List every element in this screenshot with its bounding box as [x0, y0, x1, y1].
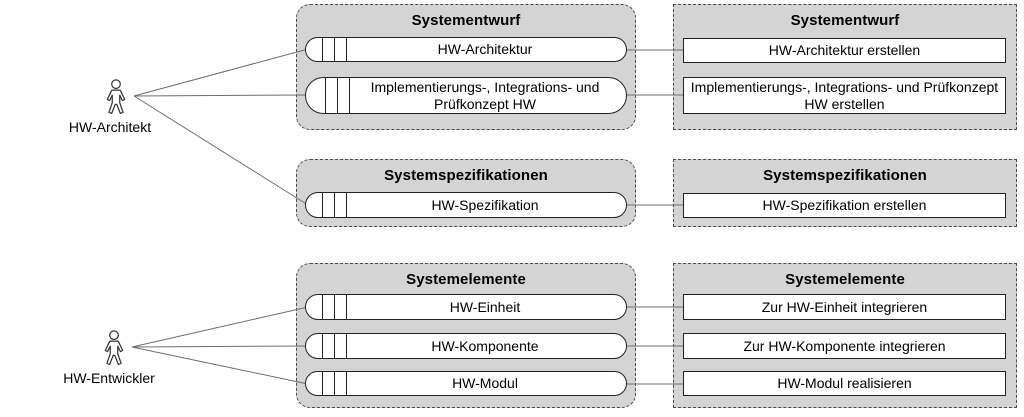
pill-divider	[322, 295, 324, 319]
connector-architekt-architektur	[133, 48, 309, 97]
connector-architekt-spezifikation	[133, 95, 309, 206]
person-icon	[104, 330, 124, 366]
product-label: HW-Komponente	[431, 337, 539, 354]
pill-divider	[334, 334, 336, 358]
product-label: HW-Spezifikation	[431, 196, 539, 213]
product-pill-pruefkonzept: Implementierungs-, Integrations- und Prü…	[305, 77, 627, 114]
activity-label: HW-Modul realisieren	[777, 375, 912, 392]
pill-divider	[334, 295, 336, 319]
group-title: Systemspezifikationen	[384, 167, 548, 184]
connector-architekt-pruefkonzept	[133, 94, 309, 97]
pill-divider	[334, 193, 336, 217]
actor-hw-architekt	[102, 79, 130, 122]
connector-entwickler-modul	[131, 346, 309, 385]
product-pill-hw-spezifikation: HW-Spezifikation	[305, 192, 627, 218]
activity-label: HW-Architektur erstellen	[768, 42, 921, 59]
pill-divider	[325, 78, 327, 113]
pill-divider	[322, 372, 324, 395]
pill-divider	[349, 78, 351, 113]
pill-divider	[322, 38, 324, 61]
product-pill-hw-modul: HW-Modul	[305, 371, 627, 396]
connector-entwickler-einheit	[131, 306, 309, 348]
pill-divider	[346, 295, 348, 319]
activity-box-komponente-integrieren: Zur HW-Komponente integrieren	[683, 333, 1006, 359]
pill-divider	[346, 193, 348, 217]
actor-label-hw-entwickler: HW-Entwickler	[63, 370, 155, 386]
product-pill-hw-komponente: HW-Komponente	[305, 333, 627, 359]
group-title: Systemelemente	[406, 271, 526, 288]
activity-label: Implementierungs-, Integrations- und Prü…	[690, 78, 999, 112]
activity-box-einheit-integrieren: Zur HW-Einheit integrieren	[683, 294, 1006, 320]
activity-box-pruefkonzept-erstellen: Implementierungs-, Integrations- und Prü…	[683, 77, 1006, 114]
product-label: Implementierungs-, Integrations- und Prü…	[370, 78, 600, 112]
activity-label: HW-Spezifikation erstellen	[762, 197, 927, 214]
pill-divider	[334, 38, 336, 61]
pill-divider	[346, 38, 348, 61]
activity-box-modul-realisieren: HW-Modul realisieren	[683, 371, 1006, 396]
pill-divider	[322, 193, 324, 217]
product-label: HW-Modul	[452, 375, 518, 392]
group-title: Systemspezifikationen	[763, 167, 927, 184]
group-title: Systemelemente	[785, 271, 905, 288]
actor-hw-entwickler	[100, 330, 128, 373]
group-title: Systementwurf	[790, 12, 900, 29]
pill-divider	[346, 372, 348, 395]
product-label: HW-Architektur	[437, 41, 533, 58]
activity-box-spezifikation-erstellen: HW-Spezifikation erstellen	[683, 193, 1006, 218]
group-title: Systementwurf	[411, 12, 521, 29]
person-icon	[106, 79, 126, 115]
pill-divider	[322, 334, 324, 358]
activity-box-architektur-erstellen: HW-Architektur erstellen	[683, 38, 1006, 63]
pill-divider	[346, 334, 348, 358]
connector-entwickler-komponente	[131, 345, 309, 348]
activity-label: Zur HW-Einheit integrieren	[761, 298, 928, 315]
product-pill-hw-architektur: HW-Architektur	[305, 37, 627, 62]
actor-label-hw-architekt: HW-Architekt	[68, 119, 152, 135]
pill-divider	[337, 78, 339, 113]
product-label: HW-Einheit	[449, 298, 521, 315]
product-pill-hw-einheit: HW-Einheit	[305, 294, 627, 320]
activity-label: Zur HW-Komponente integrieren	[743, 337, 946, 354]
pill-divider	[334, 372, 336, 395]
